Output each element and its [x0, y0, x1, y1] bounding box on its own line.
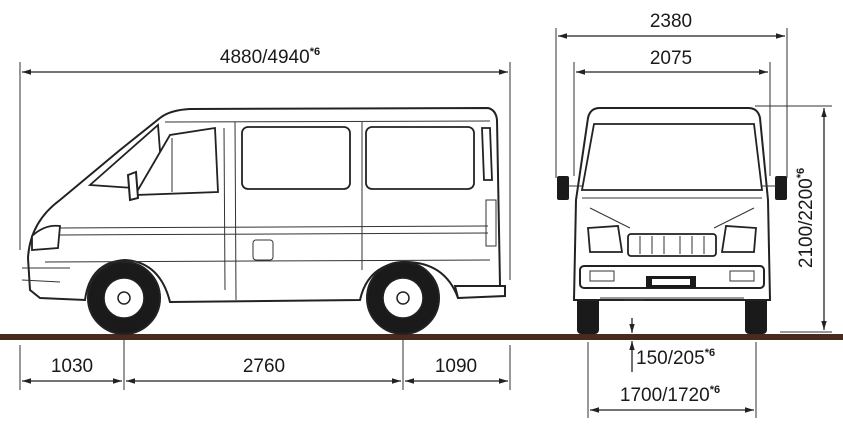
track-note: *6 [710, 384, 720, 396]
front-view [557, 107, 787, 334]
bottom-length-dimensions: 1030 2760 1090 [19, 336, 511, 390]
overall-width-dimension: 2380 [555, 11, 788, 178]
overall-length-label: 4880/4940 [220, 47, 310, 68]
track-dimension: 1700/1720*6 [587, 342, 757, 418]
overall-length-dimension: 4880/4940*6 [19, 46, 511, 280]
wheelbase-label: 2760 [243, 356, 285, 377]
height-dimension: 2100/2200*6 [755, 105, 832, 333]
height-note: *6 [795, 168, 807, 178]
front-overhang-label: 1030 [51, 356, 93, 377]
overall-length-note: *6 [310, 46, 320, 58]
svg-text:4880/4940*6: 4880/4940*6 [220, 46, 320, 68]
svg-text:150/205*6: 150/205*6 [636, 347, 715, 369]
svg-text:1700/1720*6: 1700/1720*6 [620, 384, 720, 406]
height-label: 2100/2200 [796, 178, 817, 268]
ground-clearance-note: *6 [705, 347, 715, 359]
overall-width-label: 2380 [650, 11, 692, 32]
track-label: 1700/1720 [620, 385, 710, 406]
ground-clearance-dimension: 150/205*6 [624, 299, 715, 372]
svg-text:2100/2200*6: 2100/2200*6 [795, 168, 817, 268]
ground-line [0, 334, 843, 340]
side-view [21, 106, 506, 335]
rear-overhang-label: 1090 [435, 356, 477, 377]
ground-clearance-label: 150/205 [636, 348, 705, 369]
body-width-dimension: 2075 [573, 48, 771, 176]
body-width-label: 2075 [650, 48, 692, 69]
